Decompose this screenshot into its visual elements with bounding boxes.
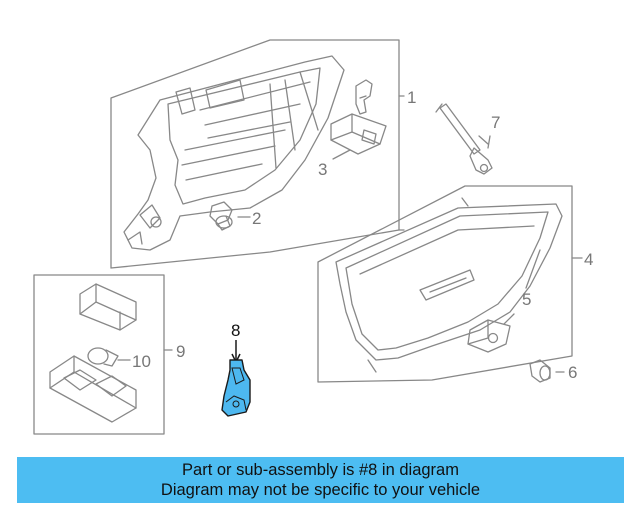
lock-part-5	[467, 313, 515, 353]
callout-3: 3	[318, 160, 327, 179]
bulb-part-10	[87, 347, 131, 367]
lamp-base-part	[49, 355, 137, 423]
leader-lines-1	[237, 95, 405, 231]
clip-small-part	[355, 79, 373, 115]
panel-group-4	[317, 185, 573, 383]
glove-box-door-part	[335, 197, 563, 373]
glove-box-frame-part	[123, 55, 345, 251]
callout-8: 8	[231, 321, 240, 340]
callout-7: 7	[491, 113, 500, 132]
bolt-part-2	[209, 201, 233, 231]
damper-part-7	[435, 103, 493, 175]
callout-1: 1	[407, 88, 416, 107]
callout-9: 9	[176, 342, 185, 361]
switch-part-3	[330, 113, 387, 155]
bumper-part-6	[529, 359, 565, 383]
callout-4: 4	[584, 250, 593, 269]
callout-6: 6	[568, 363, 577, 382]
panel-group-1	[110, 39, 400, 269]
callout-5: 5	[522, 290, 531, 309]
leader-line-7	[487, 135, 491, 149]
lamp-housing-part	[79, 283, 137, 331]
caption-line-1: Part or sub-assembly is #8 in diagram	[182, 461, 459, 479]
caption-line-2: Diagram may not be specific to your vehi…	[160, 481, 481, 499]
panel-group-9	[33, 274, 165, 435]
callout-10: 10	[132, 352, 151, 371]
highlighted-part-8	[221, 340, 251, 417]
callout-2: 2	[252, 209, 261, 228]
caption-banner: Part or sub-assembly is #8 in diagram Di…	[17, 457, 624, 503]
